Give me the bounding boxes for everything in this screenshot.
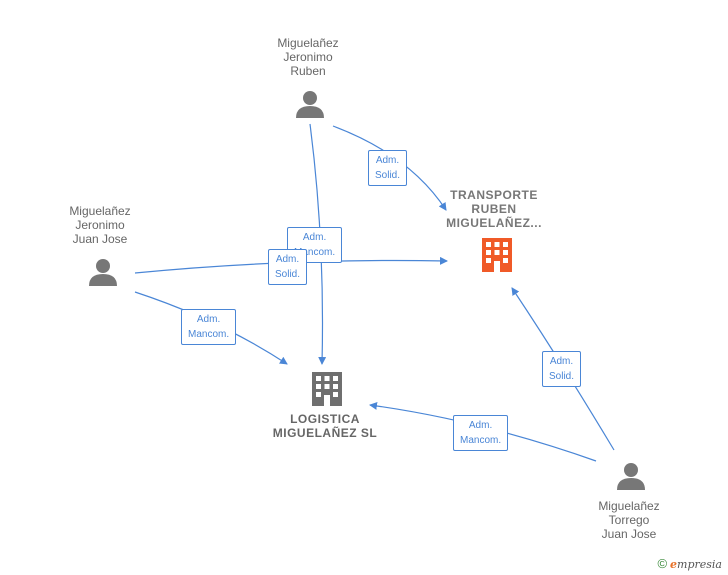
- edge-label-torrego-transporte: Adm.Solid.: [542, 351, 582, 387]
- label-line: Jeronimo: [283, 50, 333, 64]
- edge-label-ruben-transporte: Adm.Solid.: [368, 150, 408, 186]
- label-line: Miguelañez: [598, 499, 660, 513]
- label-line: RUBEN: [471, 202, 517, 216]
- person-label-juan-jose[interactable]: Miguelañez Jeronimo Juan Jose: [50, 204, 150, 246]
- person-label-ruben[interactable]: Miguelañez Jeronimo Ruben: [258, 36, 358, 78]
- building-icon: [312, 372, 342, 406]
- label-line: Jeronimo: [75, 218, 125, 232]
- brand-footer[interactable]: ©empresia: [657, 556, 722, 571]
- label-line: TRANSPORTE: [450, 188, 538, 202]
- building-icon: [482, 238, 512, 272]
- label-line: Miguelañez: [69, 204, 131, 218]
- edge-label-torrego-logistica: Adm.Mancom.: [453, 415, 509, 451]
- label-line: LOGISTICA: [290, 412, 360, 426]
- person-icon: [89, 259, 117, 286]
- brand-logo: empresia: [670, 558, 722, 571]
- label-line: Ruben: [290, 64, 326, 78]
- person-label-torrego[interactable]: Miguelañez Torrego Juan Jose: [579, 499, 679, 541]
- label-line: Torrego: [608, 513, 650, 527]
- label-line: MIGUELAÑEZ...: [446, 216, 542, 230]
- person-icon: [617, 463, 645, 490]
- label-line: MIGUELAÑEZ SL: [272, 426, 378, 440]
- company-label-logistica[interactable]: LOGISTICA MIGUELAÑEZ SL: [265, 412, 385, 440]
- edge-label-juanjose-transporte: Adm.Solid.: [268, 249, 308, 285]
- edge-label-juanjose-logistica: Adm.Mancom.: [181, 309, 237, 345]
- label-line: Juan Jose: [72, 232, 128, 246]
- copyright-icon: ©: [657, 556, 668, 571]
- label-line: Miguelañez: [277, 36, 339, 50]
- label-line: Juan Jose: [601, 527, 657, 541]
- person-icon: [296, 91, 324, 118]
- company-label-transporte[interactable]: TRANSPORTE RUBEN MIGUELAÑEZ...: [434, 188, 554, 230]
